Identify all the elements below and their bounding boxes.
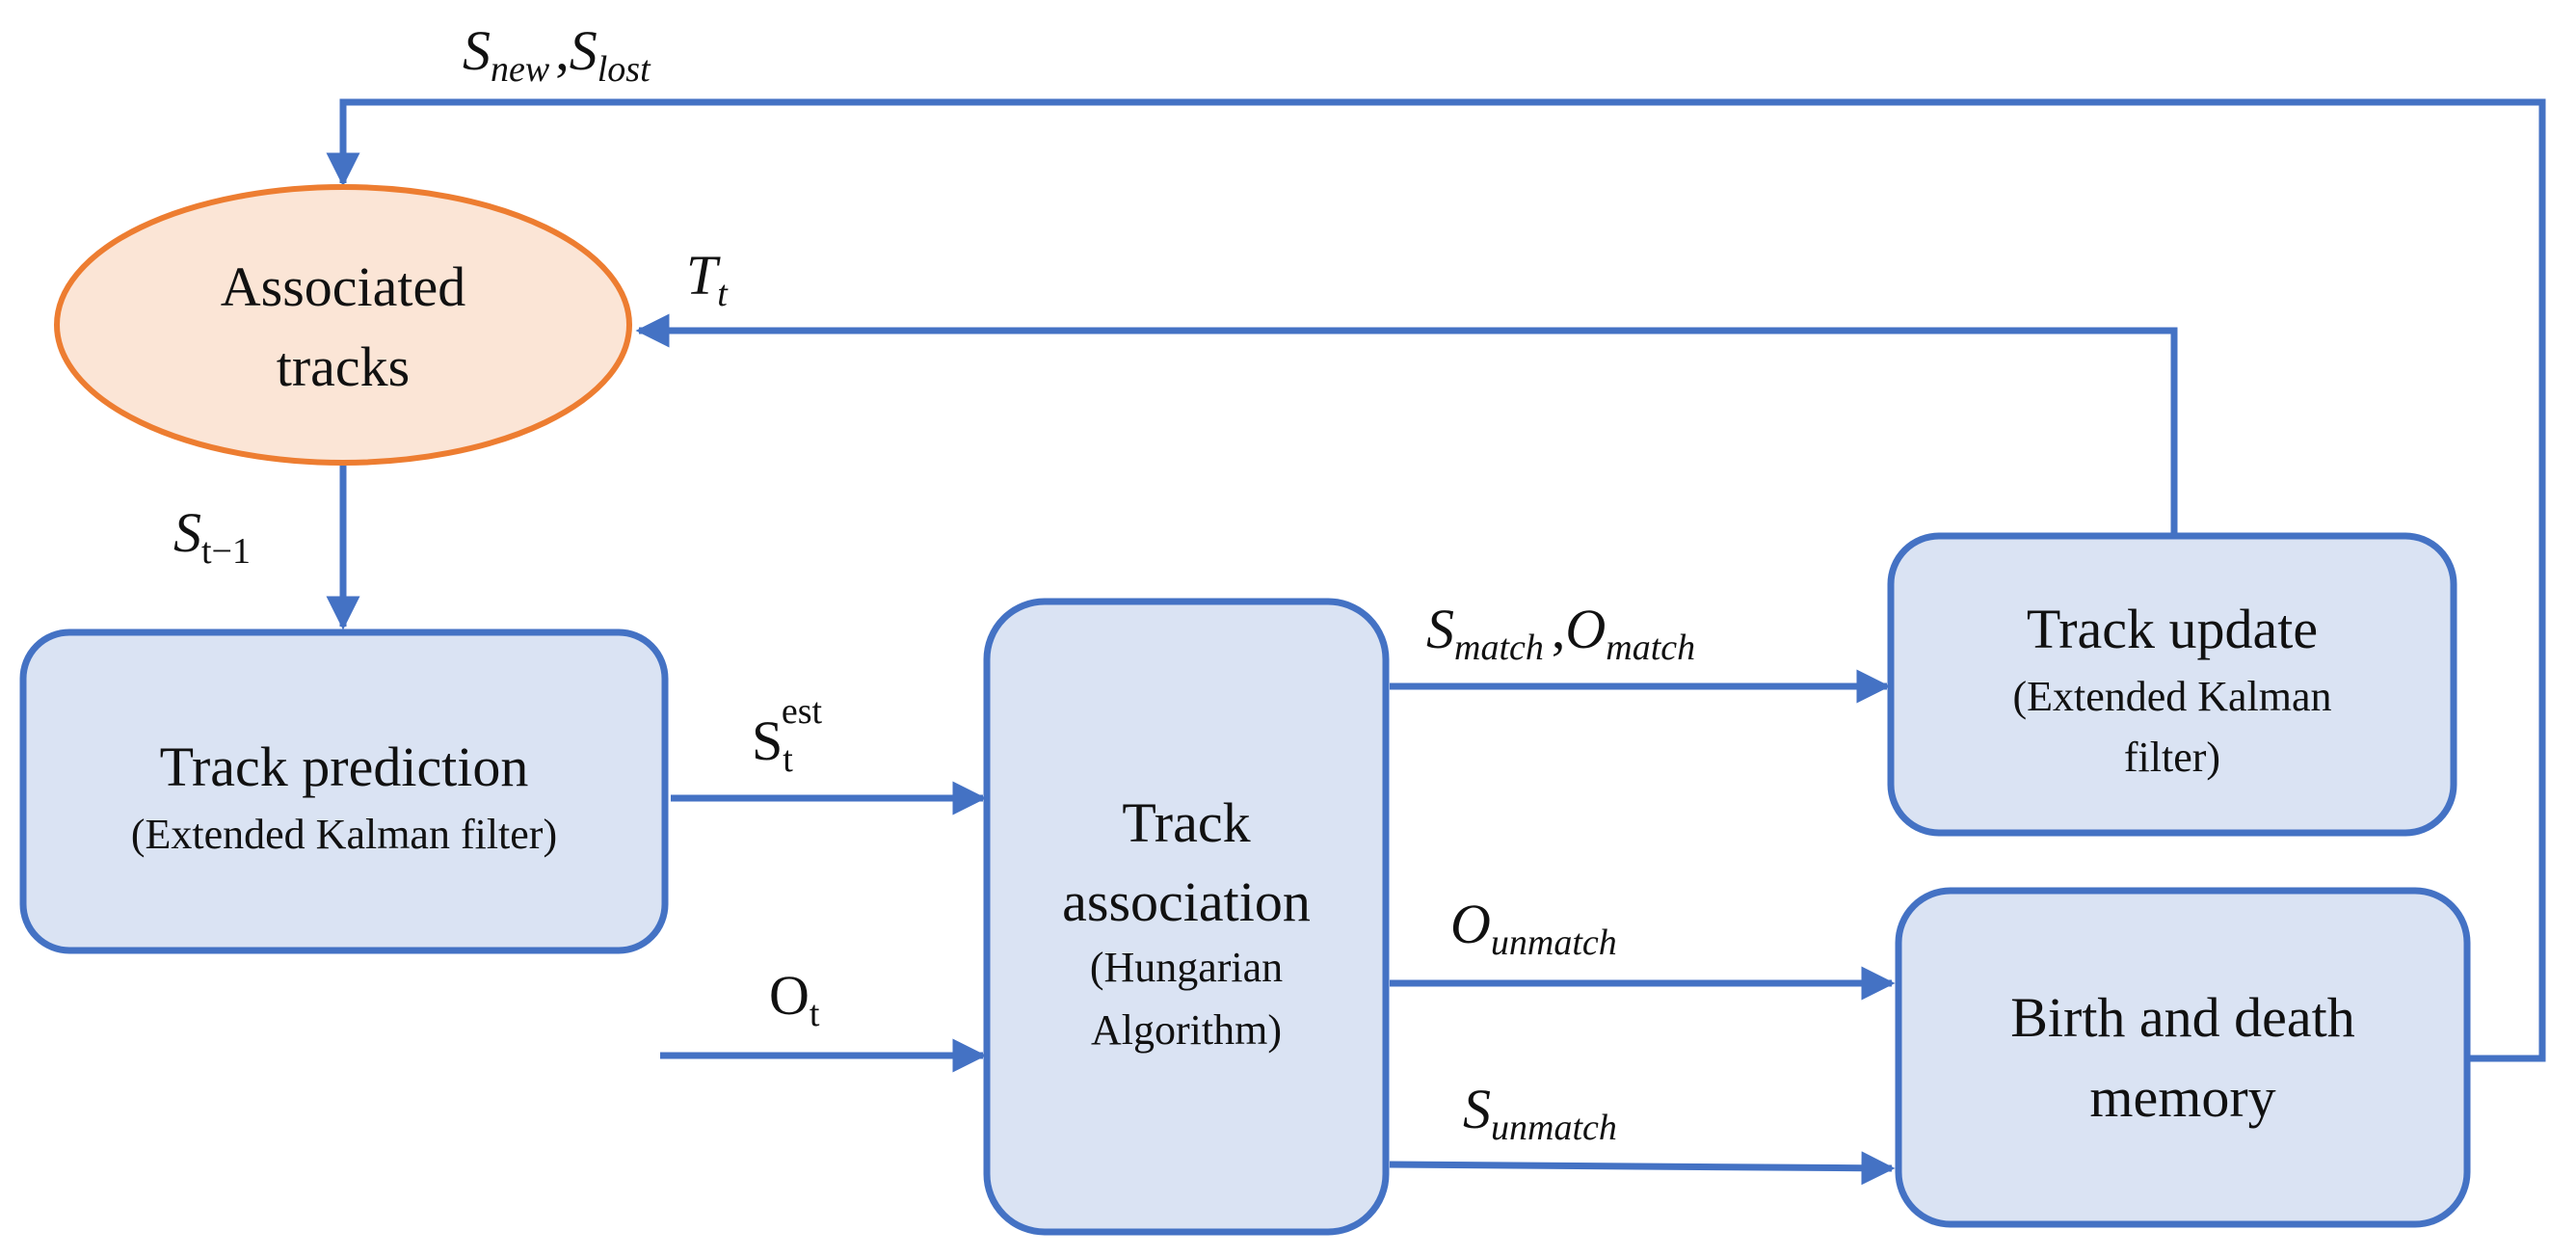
label-s-match-o-match: Smatch,Omatch: [1426, 598, 1695, 668]
label-o-unmatch-main: O: [1450, 893, 1491, 955]
edge-association-to-birth-s: [1389, 1151, 1896, 1186]
edge-birth-to-associated: [326, 98, 2546, 1062]
label-s-new-main: S: [463, 19, 491, 82]
label-o-t-main: O: [769, 964, 810, 1027]
label-s-t-est-main: S: [752, 709, 783, 772]
associated-tracks-line1: Associated: [221, 255, 466, 318]
node-associated-tracks: Associated tracks: [54, 184, 632, 466]
track-association-sub1: (Hungarian: [1090, 944, 1283, 991]
label-t-t-main: T: [686, 244, 721, 307]
node-track-update: Track update (Extended Kalman filter): [1887, 532, 2457, 837]
track-association-sub2: Algorithm): [1091, 1006, 1282, 1054]
label-s-t-minus-1-sub: t−1: [201, 531, 251, 572]
label-s-match-sub: match: [1454, 628, 1544, 668]
track-update-sub2: filter): [2124, 734, 2220, 781]
track-association-line1: Track: [1122, 791, 1250, 854]
label-s-t-minus-1: St−1: [173, 501, 251, 572]
label-o-t-sub: t: [810, 994, 820, 1034]
node-birth-death-memory: Birth and death memory: [1895, 887, 2471, 1228]
label-o-unmatch: Ounmatch: [1450, 893, 1617, 963]
label-s-t-est-sup: est: [782, 691, 823, 732]
label-o-unmatch-sub: unmatch: [1491, 923, 1617, 963]
label-s-lost-main: S: [570, 19, 598, 82]
label-s-new-sub: new: [491, 49, 550, 90]
label-s-lost-sub: lost: [598, 49, 651, 90]
associated-tracks-line2: tracks: [277, 335, 411, 398]
birth-death-line1: Birth and death: [2010, 986, 2355, 1049]
birth-death-line2: memory: [2089, 1066, 2275, 1129]
label-s-new-s-lost: Snew,Slost: [463, 19, 651, 90]
track-prediction-subtitle: (Extended Kalman filter): [131, 811, 557, 858]
label-s-unmatch-sub: unmatch: [1491, 1108, 1617, 1148]
label-o-t: Ot: [769, 964, 820, 1034]
label-separator-1: ,: [555, 19, 570, 82]
label-separator-2: ,: [1552, 598, 1566, 660]
label-o-match-main: O: [1565, 598, 1606, 660]
node-track-prediction: Track prediction (Extended Kalman filter…: [19, 628, 669, 954]
label-o-match-sub: match: [1606, 628, 1695, 668]
label-s-t-minus-1-main: S: [173, 501, 201, 564]
track-update-sub1: (Extended Kalman: [2012, 673, 2331, 720]
label-s-t-est-sub: t: [783, 739, 793, 780]
track-update-title: Track update: [2027, 598, 2318, 660]
label-s-unmatch-main: S: [1463, 1078, 1491, 1140]
label-s-match-main: S: [1426, 598, 1454, 660]
node-track-association: Track association (Hungarian Algorithm): [983, 598, 1390, 1236]
edge-update-to-associated: [635, 313, 2178, 533]
label-s-unmatch: Sunmatch: [1463, 1078, 1617, 1148]
track-association-line2: association: [1062, 870, 1311, 933]
label-s-t-est: St est: [752, 691, 822, 780]
label-t-t-sub: t: [717, 274, 729, 314]
label-t-t: Tt: [686, 244, 729, 314]
track-prediction-title: Track prediction: [160, 735, 529, 798]
